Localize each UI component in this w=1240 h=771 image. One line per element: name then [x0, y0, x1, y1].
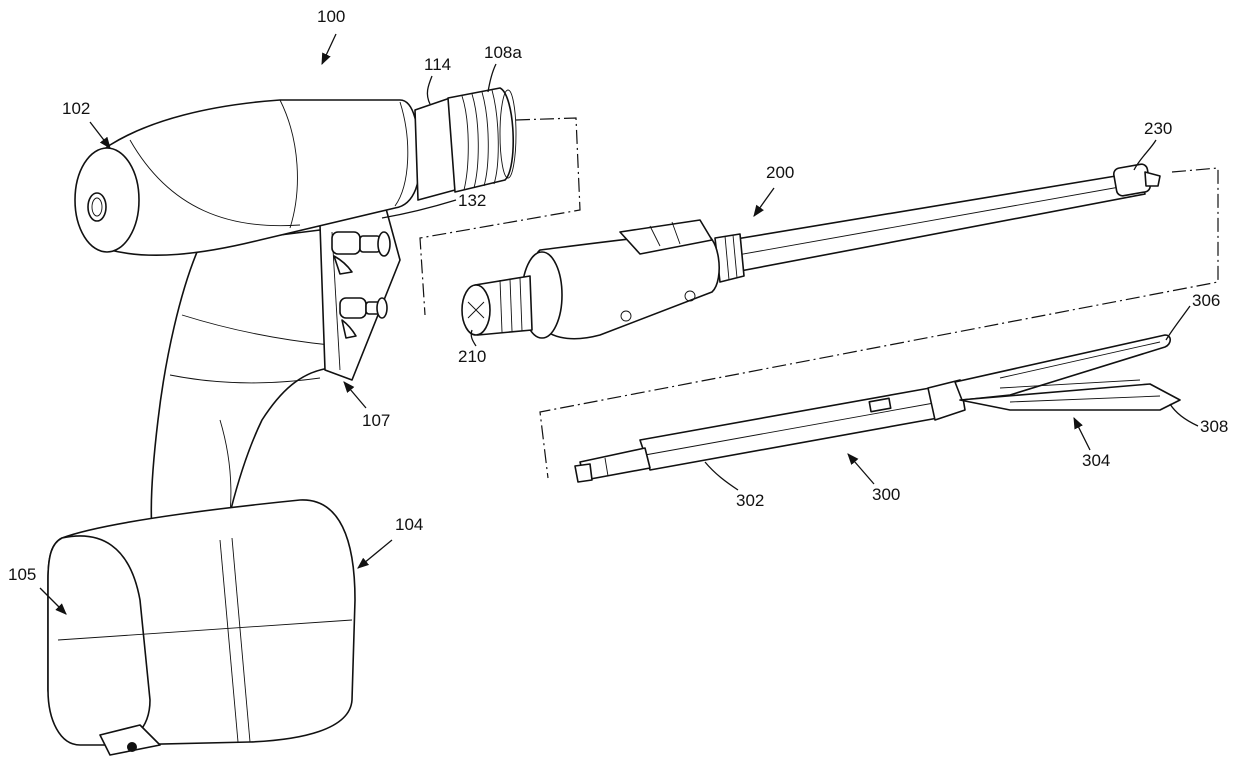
- label-105: 105: [8, 565, 36, 584]
- rear-cap: [75, 148, 139, 252]
- trigger-housing: [320, 205, 400, 380]
- label-308: 308: [1200, 417, 1228, 436]
- label-300: 300: [872, 485, 900, 504]
- label-107: 107: [362, 411, 390, 430]
- label-108a: 108a: [484, 43, 522, 62]
- label-230: 230: [1144, 119, 1172, 138]
- handle-grip: [151, 230, 345, 548]
- label-304: 304: [1082, 451, 1110, 470]
- label-132: 132: [458, 191, 486, 210]
- label-114: 114: [424, 55, 451, 74]
- handle-assembly: [48, 88, 516, 755]
- label-200: 200: [766, 163, 794, 182]
- label-306: 306: [1192, 291, 1220, 310]
- adapter-threads: [448, 88, 516, 192]
- label-104: 104: [395, 515, 423, 534]
- adapter-assembly: [462, 163, 1160, 338]
- label-302: 302: [736, 491, 764, 510]
- label-100: 100: [317, 7, 345, 26]
- adapter-shaft: [730, 172, 1145, 272]
- label-102: 102: [62, 99, 90, 118]
- label-210: 210: [458, 347, 486, 366]
